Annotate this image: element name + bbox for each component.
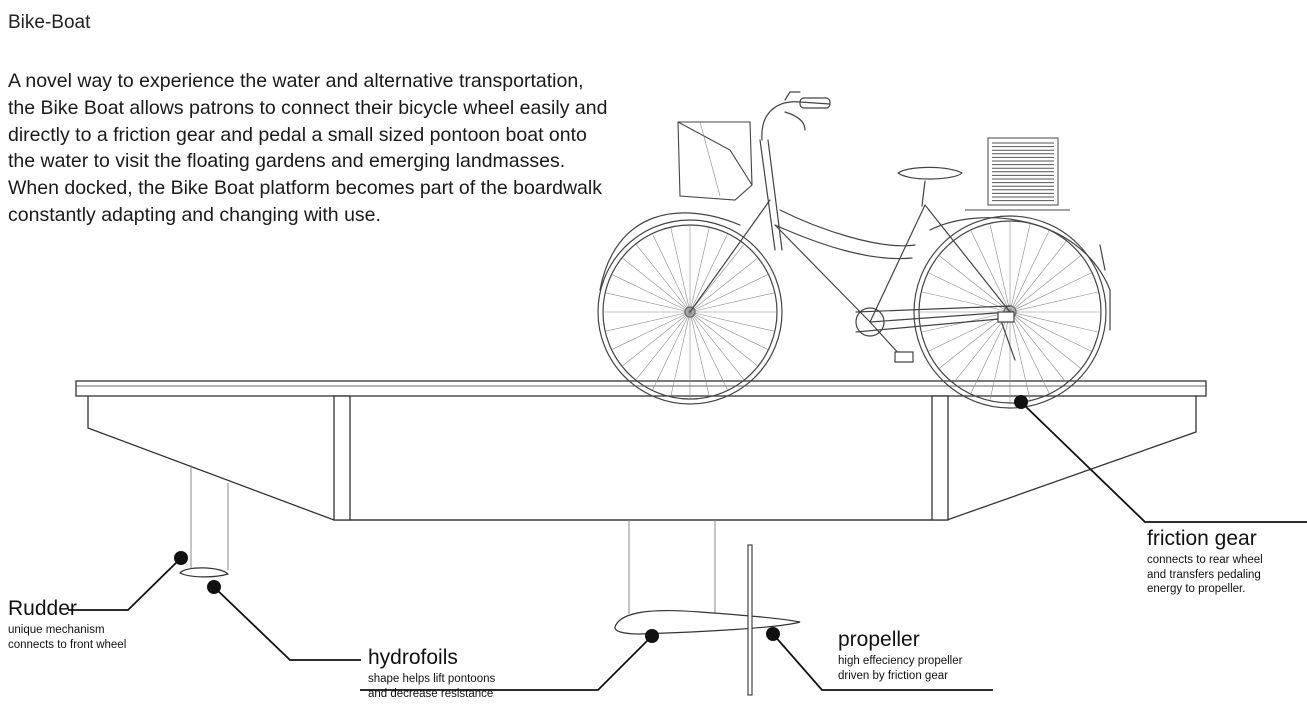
pontoon-hull (87, 396, 1197, 521)
friction-gear-leader (1020, 401, 1307, 523)
hydrofoils-note: shape helps lift pontoons and decrease r… (368, 673, 496, 700)
rudder-dot (174, 551, 188, 565)
rudder-strut (190, 465, 229, 570)
hydrofoils-leader (213, 586, 361, 661)
hydrofoil-main-dot (645, 629, 659, 643)
hydrofoils-callout: hydrofoils shape helps lift pontoons and… (368, 647, 495, 701)
hydrofoil-main-leader (360, 635, 653, 691)
propeller-blade (747, 544, 753, 696)
propeller-dot (766, 627, 780, 641)
rudder-note: unique mechanism connects to front wheel (8, 624, 127, 651)
propeller-label: propeller (838, 628, 920, 651)
propeller-strut (628, 520, 716, 614)
hydrofoil-main (614, 609, 801, 635)
friction-gear-callout: friction gear connects to rear wheel and… (1147, 528, 1263, 597)
bicycle (597, 91, 1111, 409)
callout-dots (174, 395, 1028, 643)
friction-gear-dot (1014, 395, 1028, 409)
page-title: Bike-Boat (8, 12, 91, 33)
friction-gear-label: friction gear (1147, 527, 1257, 550)
hydrofoils-label: hydrofoils (368, 646, 458, 669)
propeller-callout: propeller high effeciency propeller driv… (838, 629, 962, 683)
rudder-label: Rudder (8, 597, 77, 620)
callout-leaders (68, 401, 1307, 691)
propeller-leader (772, 633, 993, 691)
friction-gear-note: connects to rear wheel and transfers ped… (1147, 554, 1263, 595)
description-paragraph: A novel way to experience the water and … (8, 70, 608, 226)
post-left (333, 395, 351, 521)
propeller-note: high effeciency propeller driven by fric… (838, 655, 963, 682)
rudder-leader (68, 557, 182, 611)
hydrofoils-dot (207, 580, 221, 594)
front-basket (677, 121, 753, 201)
rear-rack (965, 137, 1070, 211)
rudder-callout: Rudder unique mechanism connects to fron… (8, 598, 126, 652)
post-right (931, 395, 949, 521)
rudder-foil (179, 567, 230, 578)
deck (75, 380, 1207, 397)
platform (75, 380, 1207, 521)
